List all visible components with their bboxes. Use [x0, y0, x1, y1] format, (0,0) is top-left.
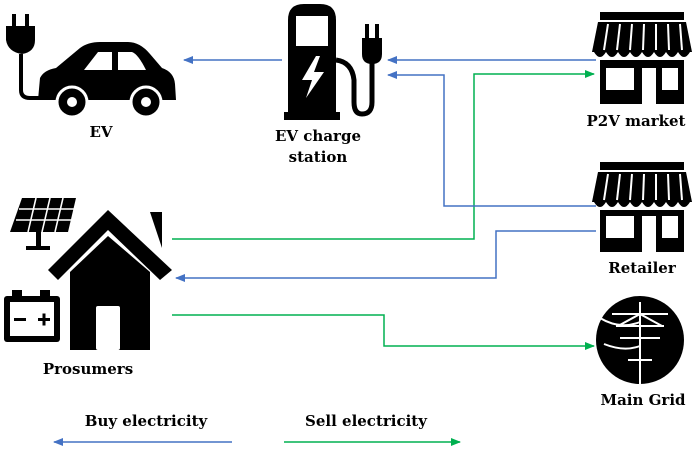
- power-pole-icon: [596, 296, 684, 384]
- prosumers-label: Prosumers: [43, 360, 133, 378]
- legend-sell-label: Sell electricity: [305, 412, 428, 430]
- charging-station-icon: [284, 4, 382, 120]
- p2v-market-label: P2V market: [587, 112, 686, 130]
- ev-label: EV: [89, 123, 112, 141]
- flow-prosumers-to-p2v: [172, 70, 595, 240]
- legend-buy-label: Buy electricity: [85, 412, 209, 430]
- flow-retailer-to-prosumers: [175, 230, 596, 282]
- flow-prosumers-to-grid: [172, 314, 595, 350]
- retailer-label: Retailer: [608, 259, 677, 277]
- legend: Buy electricity Sell electricity: [53, 412, 461, 446]
- house-solar-battery-icon: [4, 197, 172, 350]
- charge-station-label-line2: station: [289, 148, 348, 166]
- storefront-icon: [592, 12, 692, 104]
- charge-station-label-line1: EV charge: [275, 127, 361, 145]
- electric-car-icon: [6, 14, 176, 119]
- main-grid-label: Main Grid: [600, 391, 686, 409]
- flow-retailer-to-station: [387, 71, 596, 207]
- storefront-icon: [592, 162, 692, 252]
